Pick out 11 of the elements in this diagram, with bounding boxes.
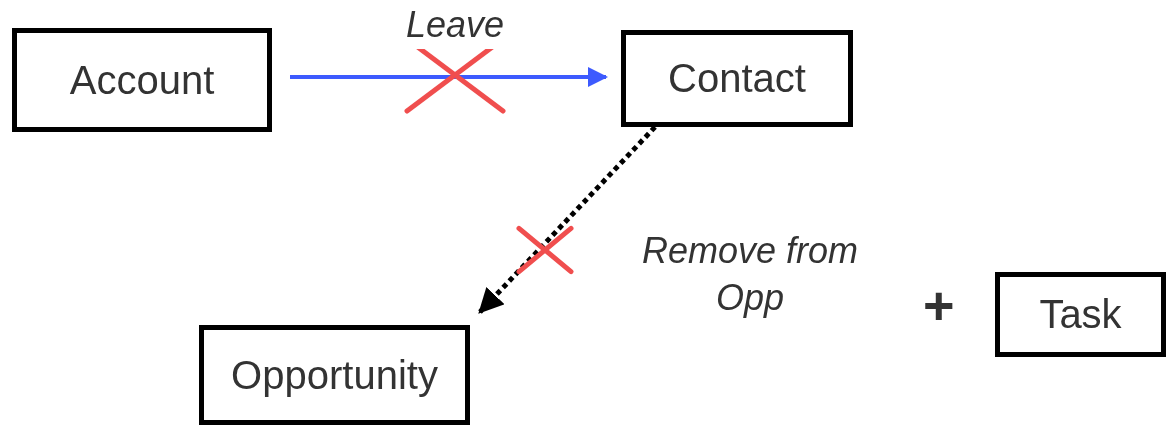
arrow: [290, 67, 608, 87]
arrow: [478, 125, 657, 314]
entity-name: Opportunity: [231, 352, 438, 398]
entity-name: Account: [69, 57, 215, 103]
entity-name: Task: [1039, 292, 1122, 337]
plus-sign: +: [923, 278, 955, 332]
entity-box: [12, 28, 272, 132]
entity-box: [621, 30, 853, 127]
entity-box: [995, 272, 1166, 357]
entity-name: Contact: [668, 56, 806, 101]
entity-box: [199, 325, 470, 425]
